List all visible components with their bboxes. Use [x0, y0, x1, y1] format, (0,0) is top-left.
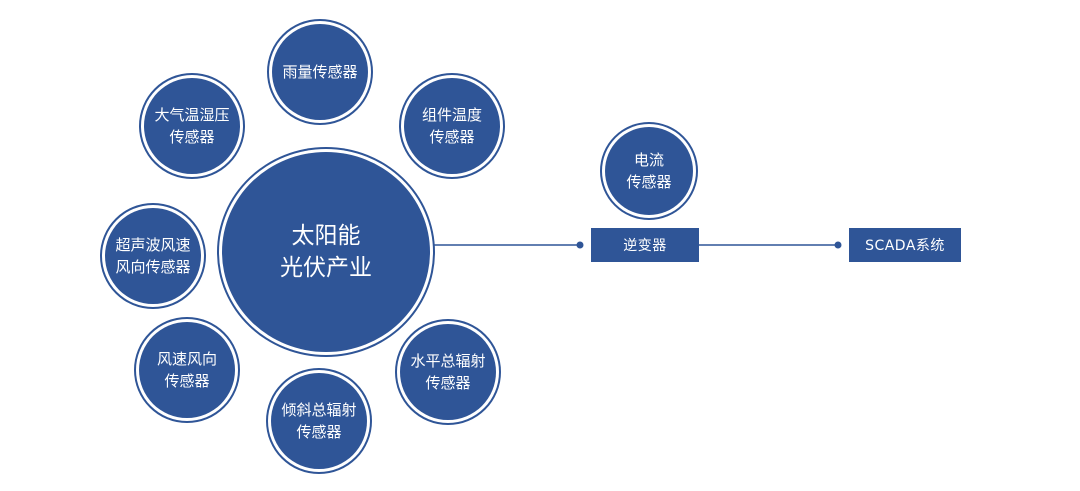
current-sensor-node: 电流 传感器 [605, 127, 693, 215]
inverter-box: 逆变器 [591, 228, 699, 262]
hub-label: 太阳能 光伏产业 [280, 223, 372, 281]
module-temp-sensor-node: 组件温度 传感器 [404, 78, 500, 174]
module-temp-sensor-label: 组件温度 传感器 [421, 106, 482, 146]
wind-sensor-label: 风速风向 传感器 [156, 350, 217, 390]
rain-sensor-node: 雨量传感器 [272, 24, 368, 120]
horizontal-radiation-sensor-label: 水平总辐射 传感器 [410, 352, 486, 392]
ultrasonic-sensor-label: 超声波风速 风向传感器 [115, 236, 191, 276]
tilt-radiation-sensor-label: 倾斜总辐射 传感器 [281, 401, 357, 441]
atmos-sensor-label: 大气温湿压 传感器 [154, 106, 230, 146]
rain-sensor-label: 雨量传感器 [282, 63, 358, 81]
atmos-sensor-node: 大气温湿压 传感器 [144, 78, 240, 174]
ultrasonic-sensor-node: 超声波风速 风向传感器 [105, 208, 201, 304]
solar-pv-industry-hub: 太阳能 光伏产业 [222, 152, 430, 352]
scada-box: SCADA系统 [849, 228, 961, 262]
inverter-left-dot [576, 241, 584, 249]
current-sensor-label: 电流 传感器 [626, 151, 672, 191]
wind-sensor-node: 风速风向 传感器 [139, 322, 235, 418]
inverter-label: 逆变器 [623, 238, 667, 254]
scada-label: SCADA系统 [865, 238, 945, 254]
scada-left-dot [834, 241, 842, 249]
horizontal-radiation-sensor-node: 水平总辐射 传感器 [400, 324, 496, 420]
tilt-radiation-sensor-node: 倾斜总辐射 传感器 [271, 373, 367, 469]
